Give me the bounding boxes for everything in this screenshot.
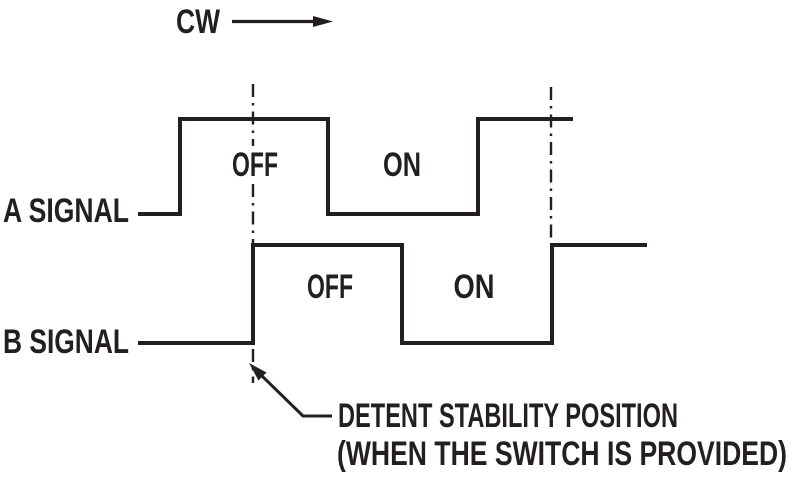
- b-signal-label: B SIGNAL: [3, 323, 129, 361]
- a-signal-off-label: OFF: [232, 146, 278, 184]
- annotation-line2: (WHEN THE SWITCH IS PROVIDED): [337, 435, 787, 473]
- a-signal-label: A SIGNAL: [3, 192, 129, 230]
- cw-direction-header: CW: [176, 3, 333, 41]
- annotation-line1: DETENT STABILITY POSITION: [338, 397, 678, 435]
- b-signal-on-label: ON: [454, 268, 495, 306]
- b-signal-off-label: OFF: [307, 268, 353, 306]
- annotation-arrow-icon: [249, 363, 332, 418]
- detent-annotation: DETENT STABILITY POSITION (WHEN THE SWIT…: [249, 363, 787, 473]
- cw-arrow-icon: [232, 16, 333, 27]
- b-signal-waveform: [138, 243, 647, 345]
- a-signal-waveform: [138, 117, 573, 216]
- cw-label: CW: [176, 3, 221, 41]
- a-signal-on-label: ON: [383, 146, 421, 184]
